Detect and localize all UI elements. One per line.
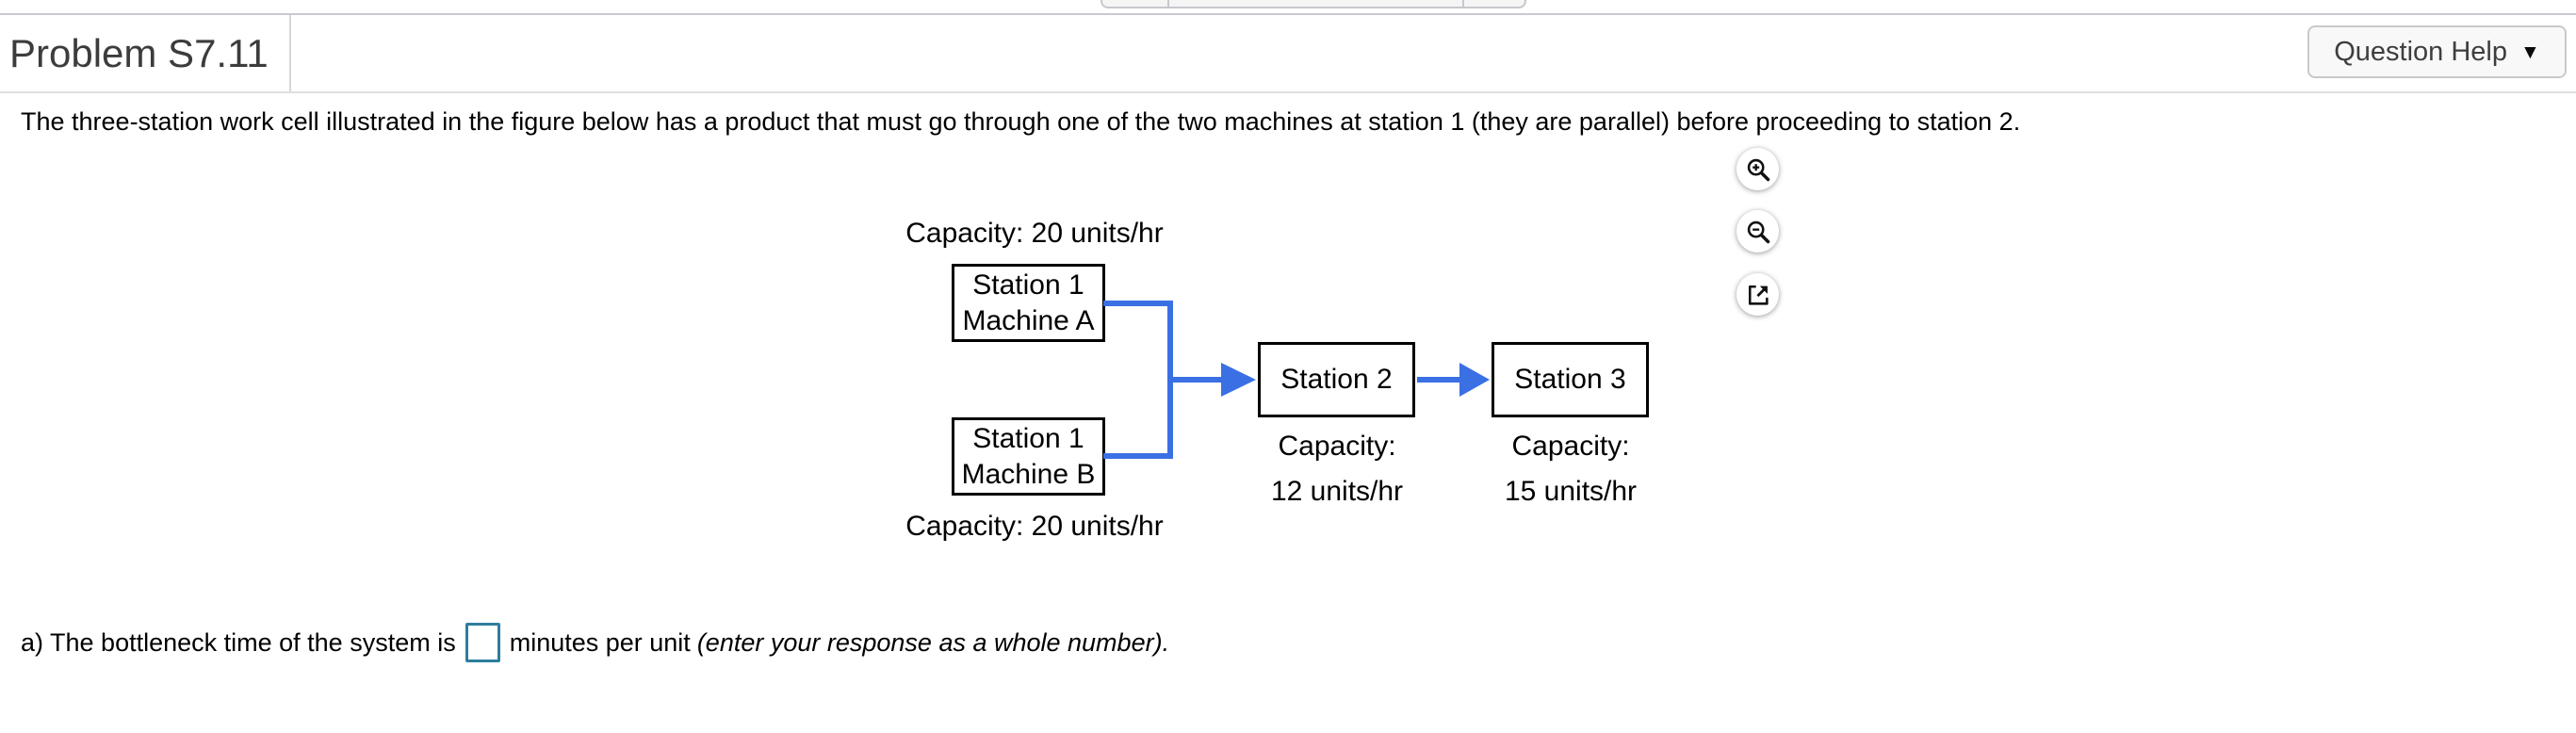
- figure-zoom-in-button[interactable]: [1736, 148, 1779, 190]
- capacity-label-station3: Capacity: 15 units/hr: [1467, 424, 1674, 514]
- flow-connectors: [1103, 301, 1490, 459]
- station3-box: Station 3: [1492, 342, 1649, 417]
- question-a-hint: (enter your response as a whole number).: [696, 627, 1170, 657]
- station1-machine-b-line2: Machine B: [961, 458, 1096, 490]
- capacity-label-machine-a: Capacity: 20 units/hr: [905, 218, 1164, 249]
- station2-label: Station 2: [1280, 364, 1393, 395]
- capacity-station2-line2: 12 units/hr: [1270, 476, 1404, 507]
- arrowhead-to-station2: [1221, 363, 1256, 397]
- page-title: Problem S7.11: [9, 30, 269, 75]
- station1-machine-a-line2: Machine A: [962, 304, 1095, 336]
- question-help-button[interactable]: Question Help ▼: [2307, 25, 2567, 78]
- question-help-label: Question Help: [2334, 36, 2507, 67]
- station3-label: Station 3: [1514, 364, 1626, 395]
- station1-machine-b-box: Station 1 Machine B: [952, 417, 1105, 496]
- figure-zoom-out-button[interactable]: [1736, 210, 1779, 252]
- problem-statement: The three-station work cell illustrated …: [21, 107, 2021, 136]
- station1-machine-a-box: Station 1 Machine A: [952, 264, 1105, 342]
- nav-segment-divider: [1462, 0, 1464, 7]
- station1-machine-a-line1: Station 1: [972, 269, 1084, 301]
- zoom-in-icon: [1747, 158, 1769, 181]
- answer-input[interactable]: [465, 623, 500, 662]
- zoom-out-icon: [1747, 220, 1769, 243]
- open-in-new-window-icon: [1748, 285, 1769, 305]
- figure-open-in-new-window-button[interactable]: [1736, 273, 1779, 316]
- capacity-station3-line2: 15 units/hr: [1504, 476, 1638, 507]
- arrowhead-to-station3: [1459, 363, 1490, 397]
- station2-box: Station 2: [1258, 342, 1415, 417]
- top-divider-line: [0, 13, 2576, 15]
- capacity-station3-line1: Capacity:: [1511, 431, 1630, 462]
- question-a-prefix: a) The bottleneck time of the system is: [21, 627, 456, 657]
- problem-header: Problem S7.11 Question Help ▼: [0, 15, 2576, 93]
- capacity-station2-line1: Capacity:: [1278, 431, 1396, 462]
- capacity-label-station2: Capacity: 12 units/hr: [1233, 424, 1441, 514]
- capacity-label-machine-b: Capacity: 20 units/hr: [905, 511, 1164, 542]
- question-a-row: a) The bottleneck time of the system is …: [21, 622, 1169, 663]
- nav-segment-divider: [1167, 0, 1169, 7]
- header-vertical-divider: [289, 15, 291, 91]
- top-navigation-control[interactable]: [1101, 0, 1526, 8]
- question-a-suffix: minutes per unit: [509, 627, 691, 657]
- chevron-down-icon: ▼: [2519, 41, 2540, 63]
- station1-machine-b-line1: Station 1: [972, 422, 1084, 454]
